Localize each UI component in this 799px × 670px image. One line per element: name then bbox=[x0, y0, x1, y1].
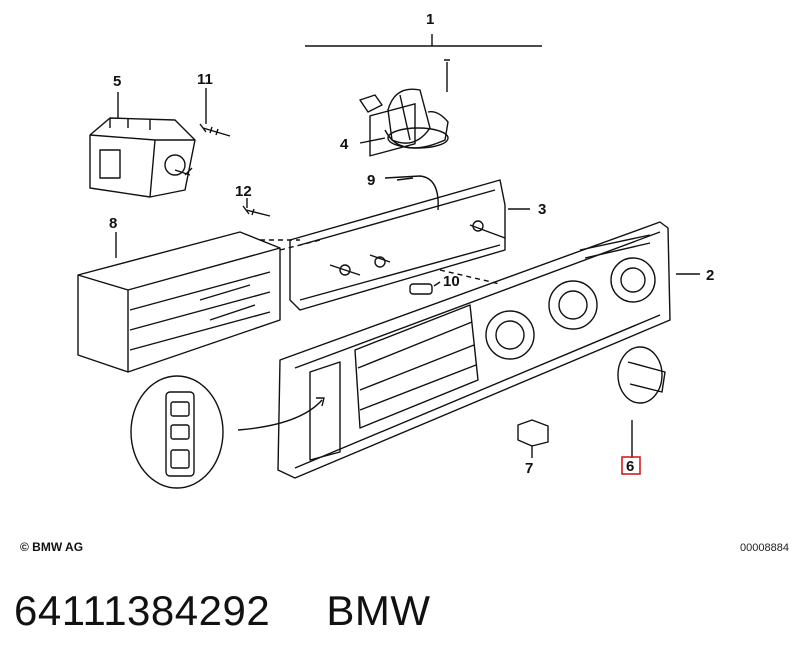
callout-8: 8 bbox=[109, 215, 117, 232]
highlighted-callout-6[interactable]: 6 bbox=[621, 456, 641, 475]
callout-9: 9 bbox=[367, 172, 375, 189]
callout-7: 7 bbox=[525, 460, 533, 477]
control-box-part bbox=[77, 231, 281, 373]
screw-12-part bbox=[242, 205, 271, 217]
highlight-box bbox=[621, 456, 641, 475]
callout-1: 1 bbox=[426, 11, 434, 28]
screw-11-part bbox=[199, 123, 231, 137]
part-number: 64111384292 bbox=[14, 587, 271, 634]
callout-2: 2 bbox=[706, 267, 714, 284]
fan-switch-part bbox=[359, 59, 450, 149]
detail-inset bbox=[130, 375, 325, 489]
callout-10: 10 bbox=[443, 273, 460, 290]
switch-unit-part bbox=[89, 117, 196, 198]
brand-name: BMW bbox=[326, 587, 431, 634]
part-caption: 64111384292 BMW bbox=[14, 586, 431, 636]
copyright-text: © BMW AG bbox=[20, 540, 84, 554]
bulb-10-part bbox=[409, 283, 433, 295]
front-panel-part bbox=[277, 221, 671, 479]
callout-labels: 1 2 3 4 5 7 8 9 10 11 12 bbox=[109, 11, 714, 477]
callout-11: 11 bbox=[197, 71, 213, 88]
callout-4: 4 bbox=[340, 136, 349, 153]
rear-bracket-part bbox=[289, 103, 506, 311]
callout-6: 6 bbox=[626, 458, 634, 475]
callout-12: 12 bbox=[235, 183, 252, 200]
callout-3: 3 bbox=[538, 201, 546, 218]
switch-cap-part bbox=[517, 419, 549, 458]
parts-diagram: 1 2 3 4 5 7 8 9 10 11 12 6 bbox=[77, 11, 714, 489]
diagram-code: 00008884 bbox=[740, 542, 789, 554]
knob-part bbox=[617, 346, 666, 458]
callout-5: 5 bbox=[113, 73, 121, 90]
